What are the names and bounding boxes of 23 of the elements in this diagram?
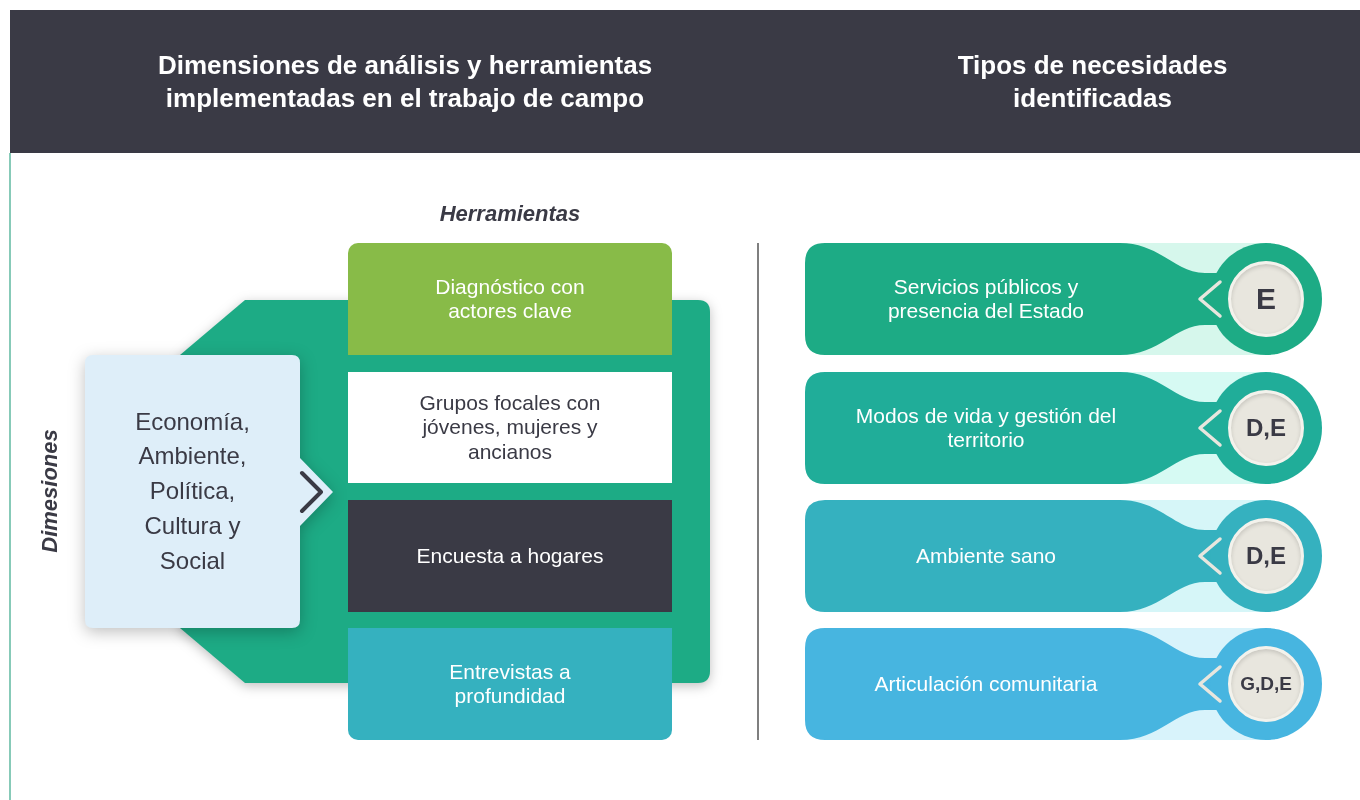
need-label: Servicios públicos y presencia del Estado: [886, 274, 1086, 324]
letter-code: D,E: [1246, 414, 1286, 442]
tool-box: [348, 628, 672, 740]
tool-box: [348, 500, 672, 612]
letter-code: E: [1256, 282, 1276, 316]
tool-label: Encuesta a hogares: [416, 543, 604, 569]
row-heading: Dimesiones: [37, 429, 63, 553]
dimension-box: [85, 355, 335, 628]
need-label: Articulación comunitaria: [874, 671, 1098, 697]
tool-label: Entrevistas a profundidad: [448, 659, 572, 709]
header-title: Tipos de necesidades identificadas: [956, 49, 1229, 114]
tool-box: [348, 243, 672, 355]
dimension-text: Economía, Ambiente, Política, Cultura y Social: [134, 406, 251, 576]
letter-code: D,E: [1246, 542, 1286, 570]
tool-label: Diagnóstico con actores clave: [434, 274, 586, 324]
letter-code: G,D,E: [1240, 673, 1292, 695]
need-label: Ambiente sano: [915, 543, 1057, 569]
header-band: [10, 10, 1360, 153]
need-label: Modos de vida y gestión del territorio: [855, 403, 1117, 453]
header-title: Dimensiones de análisis y herramientas implementadas en el trabajo de campo: [156, 49, 654, 114]
column-heading: Herramientas: [439, 201, 581, 227]
tool-label: Grupos focales con jóvenes, mujeres y ancianos: [418, 391, 602, 464]
tool-box: [348, 372, 672, 483]
